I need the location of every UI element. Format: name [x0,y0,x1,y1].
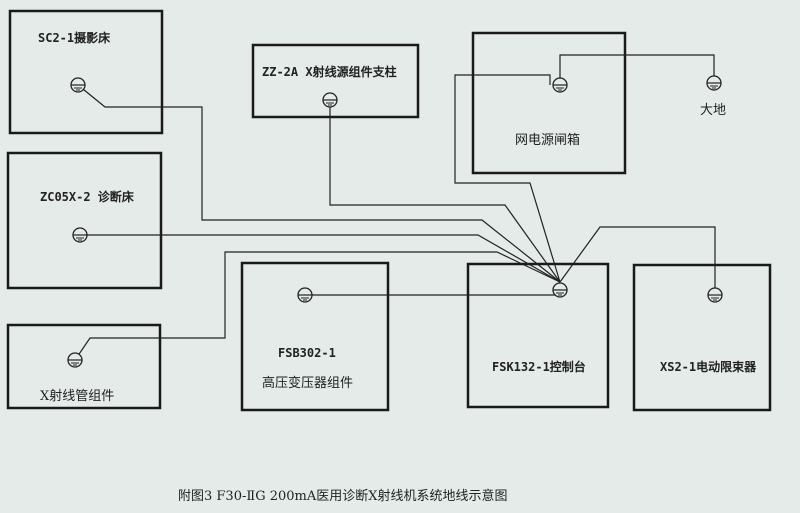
label-earth: 大地 [700,103,727,118]
wire-zc05x-2 [80,234,561,283]
wire-xs2-1 [559,226,716,295]
label-fsb302-1: 高压变压器组件 [262,376,354,391]
ground-symbol-icon [552,282,568,298]
box-fsb302-1 [240,261,390,412]
box-xray-tube [6,323,162,410]
wire-zz-2a [329,100,561,283]
wire-sc2-1 [77,84,561,283]
figure-caption: 附图3 F30-ⅡG 200mA医用诊断X射线机系统地线示意图 [178,489,508,504]
wire-mains [454,74,561,283]
label-zc05x-2: ZC05X-2 诊断床 [40,190,134,204]
wire-earth [559,54,715,85]
box-zc05x-2 [6,151,163,290]
label-mains-box: 网电源闸箱 [515,133,581,148]
box-mains [471,31,627,175]
ground-symbol-icon [297,287,313,303]
ground-symbol-icon [707,287,723,303]
ground-symbol-icon [552,77,568,93]
ground-symbol-icon [706,75,722,91]
label-zz-2a: ZZ-2A X射线源组件支柱 [262,65,397,79]
ground-symbol-icon [72,227,88,243]
ground-symbol-icon [67,352,83,368]
label-sc2-1: SC2-1摄影床 [38,31,111,45]
label-xray-tube: X射线管组件 [40,389,115,404]
box-xs2-1 [632,263,772,412]
box-sc2-1 [8,9,164,135]
box-zz-2a [251,43,420,119]
wire-xray-tube [74,251,561,361]
label-fsb302-1-model: FSB302-1 [278,346,336,360]
box-fsk132-1 [466,262,610,409]
ground-symbol-icon [322,92,338,108]
ground-symbol-icon [70,77,86,93]
label-xs2-1: XS2-1电动限束器 [660,360,757,374]
label-fsk132-1: FSK132-1控制台 [492,360,586,374]
